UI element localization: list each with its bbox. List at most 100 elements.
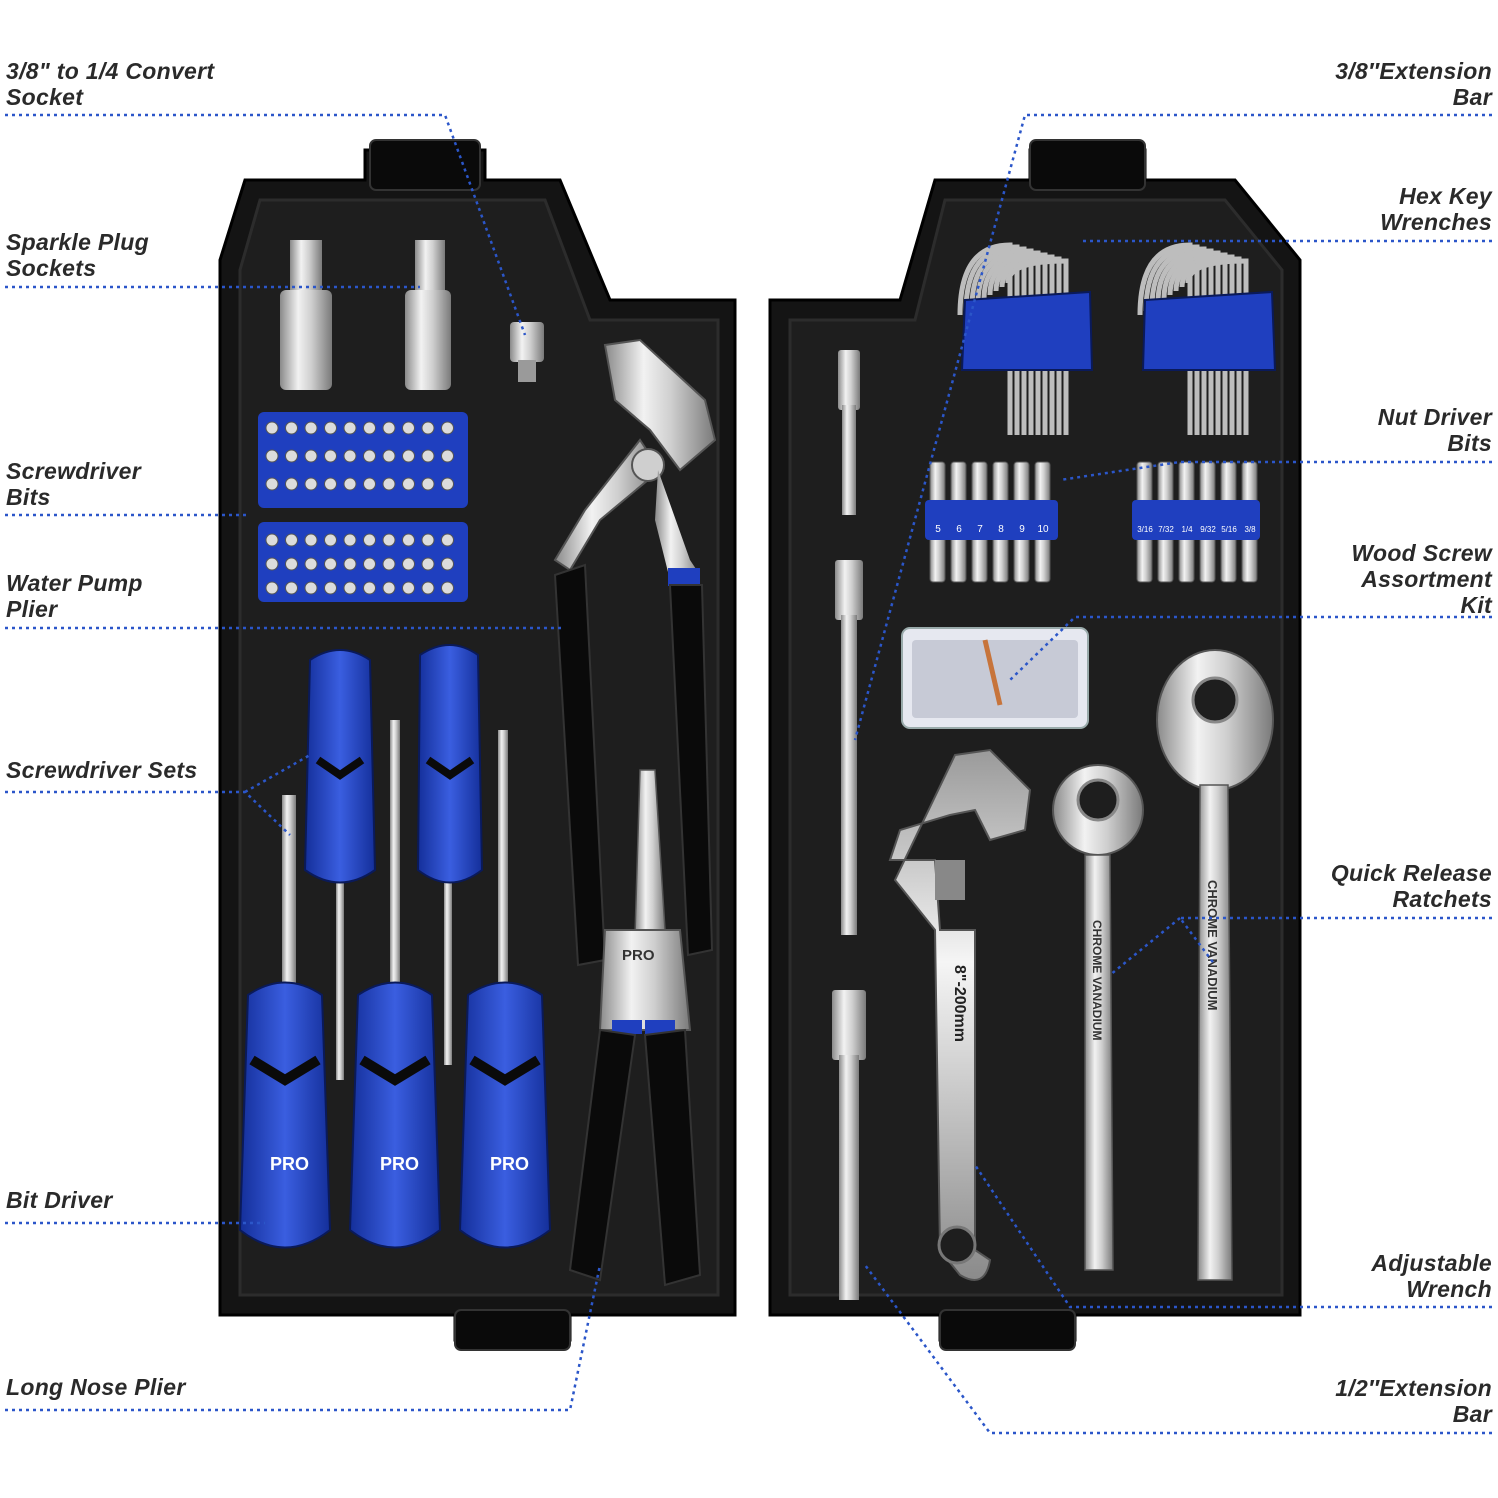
nut-driver-size-label: 10	[1037, 524, 1049, 535]
nut-driver-size-label: 7	[977, 524, 983, 535]
screwdriver-bit	[285, 477, 298, 491]
screwdriver-bit	[285, 557, 298, 571]
leader-lines	[5, 113, 1492, 1435]
hex-key-holder-left	[960, 290, 1094, 371]
screwdriver-bit	[265, 557, 279, 571]
screwdriver-bit	[304, 533, 318, 547]
nut-driver-size-label: 1/4	[1181, 525, 1193, 534]
screwdriver-bit	[324, 421, 337, 435]
screwdriver-bit	[421, 557, 435, 571]
screwdriver-bit	[265, 533, 279, 547]
adjustable-wrench: 8"-200mm	[888, 748, 1032, 1281]
screwdriver-shaft-flat	[390, 720, 400, 990]
label-bit-driver: Bit Driver	[6, 1187, 113, 1213]
screwdriver-bit	[363, 477, 376, 491]
screwdriver-bit	[304, 421, 318, 435]
screwdriver-bit	[285, 449, 298, 463]
label-wood-screw-kit: Wood Screw Assortment Kit	[1351, 540, 1492, 618]
ratchet-small: CHROME VANADIUM	[1052, 764, 1144, 1271]
label-screwdriver-sets: Screwdriver Sets	[6, 757, 198, 783]
screwdriver-bit	[324, 449, 337, 463]
screwdriver-bit	[382, 581, 396, 595]
ratchet-large: CHROME VANADIUM	[1156, 649, 1274, 1281]
nut-driver-size-label: 3/8	[1244, 525, 1256, 534]
screwdriver-bit	[402, 581, 415, 595]
label-convert-socket: 3/8" to 1/4 Convert Socket	[6, 58, 215, 110]
screwdriver-bit	[441, 449, 454, 463]
case-latch-top-right[interactable]	[1029, 139, 1146, 191]
long-nose-plier: PRO	[568, 769, 702, 1287]
label-screwdriver-bits: Screwdriver Bits	[6, 458, 141, 510]
wood-screw-kit	[901, 627, 1089, 729]
screwdriver-bits	[265, 421, 454, 595]
screwdriver-bit	[441, 533, 454, 547]
nut-driver-size-label: 7/32	[1158, 525, 1174, 534]
extension-bar-38-top	[838, 350, 860, 515]
screwdriver-bit	[441, 477, 454, 491]
nut-driver-size-label: 5	[935, 524, 941, 535]
screwdriver-bit	[421, 533, 435, 547]
screwdriver-bit	[304, 449, 318, 463]
hex-key	[1185, 258, 1249, 435]
screwdriver-bit	[285, 421, 298, 435]
extension-bar-38	[835, 560, 863, 935]
screwdriver-bit	[304, 581, 318, 595]
label-water-pump-plier: Water Pump Plier	[6, 570, 143, 622]
nut-driver-size-label: 3/16	[1137, 525, 1153, 534]
screwdriver-large-3: PRO	[458, 981, 552, 1249]
spark-plug-sockets	[280, 240, 451, 390]
screwdriver-bit	[304, 557, 318, 571]
screwdriver-bit	[324, 477, 337, 491]
screwdriver-bit	[382, 533, 396, 547]
screwdriver-bit	[265, 421, 279, 435]
nut-driver-size-label: 9/32	[1200, 525, 1216, 534]
screwdriver-bit	[343, 477, 357, 491]
screwdriver-bit	[402, 421, 415, 435]
nut-driver-size-label: 8	[998, 524, 1004, 535]
extension-bar-12	[832, 990, 866, 1300]
nut-driver-holder-metric	[925, 500, 1058, 540]
screwdriver-medium-1	[303, 649, 377, 1080]
label-long-nose-plier: Long Nose Plier	[6, 1374, 186, 1400]
screwdriver-shaft-phillips	[498, 730, 508, 990]
screwdriver-bit	[343, 421, 357, 435]
hex-key	[1005, 258, 1069, 435]
label-nut-driver-bits: Nut Driver Bits	[1377, 404, 1492, 456]
screwdriver-bit	[402, 449, 415, 463]
label-spark-plug-sockets: Sparkle Plug Sockets	[6, 229, 149, 281]
screwdriver-bit	[343, 557, 357, 571]
screwdriver-bit	[363, 557, 376, 571]
screwdriver-bit	[421, 449, 435, 463]
screwdriver-bit	[382, 449, 396, 463]
screwdriver-bit	[402, 533, 415, 547]
screwdriver-bit	[382, 477, 396, 491]
convert-socket	[510, 322, 544, 382]
screwdriver-bit	[343, 533, 357, 547]
screwdriver-bit	[363, 449, 376, 463]
screwdriver-bit	[363, 533, 376, 547]
water-pump-plier	[553, 338, 717, 967]
label-extension-bar-38: 3/8″Extension Bar	[1335, 58, 1492, 110]
screwdriver-bit	[421, 421, 435, 435]
case-latch-bottom-right[interactable]	[939, 1309, 1076, 1351]
screwdriver-bits-holder	[258, 412, 468, 602]
screwdriver-bit	[441, 421, 454, 435]
hex-key-wrenches	[957, 242, 1249, 435]
screwdriver-bit	[265, 449, 279, 463]
screwdriver-bit	[421, 477, 435, 491]
screwdriver-bit	[324, 557, 337, 571]
screwdriver-bit	[265, 477, 279, 491]
screwdriver-bit	[402, 477, 415, 491]
case-latch-bottom[interactable]	[454, 1309, 571, 1351]
screwdriver-bit	[343, 449, 357, 463]
screwdriver-large-2: PRO	[348, 981, 442, 1249]
screwdriver-bit	[441, 581, 454, 595]
case-latch-top[interactable]	[369, 139, 481, 191]
hex-key-holder-right	[1141, 290, 1277, 371]
screwdriver-large-1: PRO	[238, 981, 332, 1249]
ratchet-small-engraving: CHROME VANADIUM	[1090, 920, 1104, 1040]
screwdriver-bit	[343, 581, 357, 595]
screwdriver-medium-2	[416, 644, 484, 1065]
screwdriver-bit	[402, 557, 415, 571]
nut-driver-holder-imperial	[1132, 500, 1260, 540]
